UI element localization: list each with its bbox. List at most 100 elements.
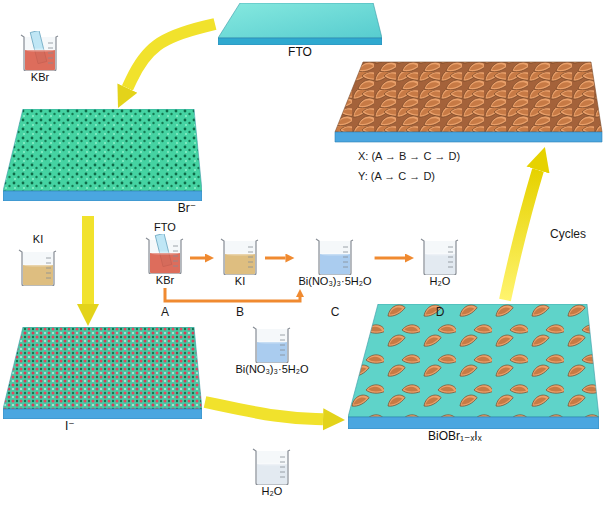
plate-side	[348, 417, 599, 429]
beaker-tick	[173, 251, 178, 252]
water-beaker: H₂O	[247, 444, 297, 499]
beaker-outline	[316, 239, 353, 275]
water-beaker: H₂O	[415, 234, 465, 289]
beaker-outline	[221, 239, 258, 275]
beaker-tick	[448, 267, 453, 268]
beaker-symbol	[313, 235, 357, 275]
beaker-glass	[319, 241, 351, 275]
reagent-label: KBr	[156, 274, 174, 287]
beaker-tick	[248, 257, 253, 258]
liquid-surface	[150, 251, 180, 254]
plate-top	[348, 304, 599, 417]
beaker-symbol	[418, 235, 462, 275]
reagent-label: Bi(NO₃)₃·5H₂O	[298, 275, 371, 288]
beaker-symbol	[250, 445, 294, 485]
beaker-tick	[46, 268, 51, 269]
beaker-liquid	[257, 464, 287, 484]
beaker-tick	[448, 262, 453, 263]
route-key: X: (A → B → C → D)	[358, 150, 460, 163]
route-arrow	[375, 257, 405, 260]
ki-beaker: KI	[13, 232, 63, 287]
beaker-tick	[448, 252, 453, 253]
liquid-surface	[23, 263, 53, 266]
route-arrow	[190, 257, 205, 260]
cycle-arrow	[505, 170, 538, 300]
plate-top	[3, 109, 202, 191]
beaker-outline	[253, 327, 290, 363]
beaker-liquid	[25, 50, 55, 70]
bismuth-beaker: Bi(NO₃)₃·5H₂O	[232, 322, 311, 377]
i-film: I⁻	[0, 326, 205, 434]
beaker-symbol	[218, 235, 262, 275]
beaker-glass	[22, 252, 54, 286]
step-letter: B	[236, 306, 244, 319]
beaker-tick	[280, 477, 285, 478]
film-label: FTO	[288, 45, 312, 59]
beaker-glass	[424, 241, 456, 275]
kbr-beaker: FTO KBr	[140, 220, 190, 288]
beaker-tick	[280, 335, 285, 336]
route-arrow	[165, 288, 300, 301]
film-plate	[3, 327, 202, 419]
film-side	[335, 132, 602, 142]
film-plate	[218, 3, 382, 45]
liquid-surface	[425, 252, 455, 255]
beaker-liquid	[425, 254, 455, 274]
beaker-outline	[146, 238, 183, 274]
beaker-tick	[48, 48, 53, 49]
liquid-surface	[257, 462, 287, 465]
reagent-label: FTO	[154, 221, 176, 234]
final-film	[335, 62, 602, 142]
beaker-tick	[48, 53, 53, 54]
beaker-symbol	[18, 31, 62, 71]
beaker-tick	[280, 340, 285, 341]
beaker-liquid	[23, 265, 53, 285]
beaker-glass	[256, 329, 288, 363]
liquid-surface	[225, 252, 255, 255]
beaker-liquid	[225, 254, 255, 274]
process-arrow	[205, 402, 323, 419]
reagent-label: KI	[235, 275, 245, 288]
fto-substrate: FTO	[215, 2, 385, 60]
step-letter: A	[161, 306, 169, 319]
beaker-tick	[248, 247, 253, 248]
process-arrow	[127, 24, 215, 88]
plate-side	[3, 409, 202, 419]
reagent-label: KBr	[31, 71, 49, 84]
cycle-label: Cycles	[550, 228, 586, 241]
kbr-beaker: KBr	[15, 30, 65, 85]
beaker-tick	[173, 256, 178, 257]
beaker-tick	[343, 247, 348, 248]
route-arrow	[265, 257, 285, 260]
reagent-label: H₂O	[262, 485, 283, 498]
beaker-tick	[280, 462, 285, 463]
beaker-liquid	[150, 253, 180, 273]
beaker-tick	[248, 252, 253, 253]
beaker-tick	[343, 267, 348, 268]
br-film: Br⁻	[0, 108, 205, 216]
beaker-liquid	[257, 342, 287, 362]
beaker-symbol	[16, 246, 60, 286]
beaker-tick	[280, 355, 285, 356]
beaker-outline	[21, 35, 58, 71]
liquid-surface	[257, 340, 287, 343]
bioxbr-film: BiOBr₁₋ₓIₓ	[345, 303, 602, 444]
beaker-tick	[343, 252, 348, 253]
film-plate	[348, 304, 599, 429]
reagent-label: Bi(NO₃)₃·5H₂O	[235, 363, 308, 376]
step-letter: D	[436, 306, 445, 319]
beaker-outline	[253, 449, 290, 485]
film-plate	[3, 109, 202, 201]
plate-top	[218, 3, 382, 38]
beaker-tick	[173, 246, 178, 247]
beaker-outline	[19, 250, 56, 286]
beaker-tick	[46, 258, 51, 259]
beaker-glass	[224, 241, 256, 275]
route-key: Y: (A → C → D)	[358, 170, 435, 183]
beaker-tick	[48, 43, 53, 44]
beaker-tick	[173, 266, 178, 267]
beaker-tick	[280, 457, 285, 458]
